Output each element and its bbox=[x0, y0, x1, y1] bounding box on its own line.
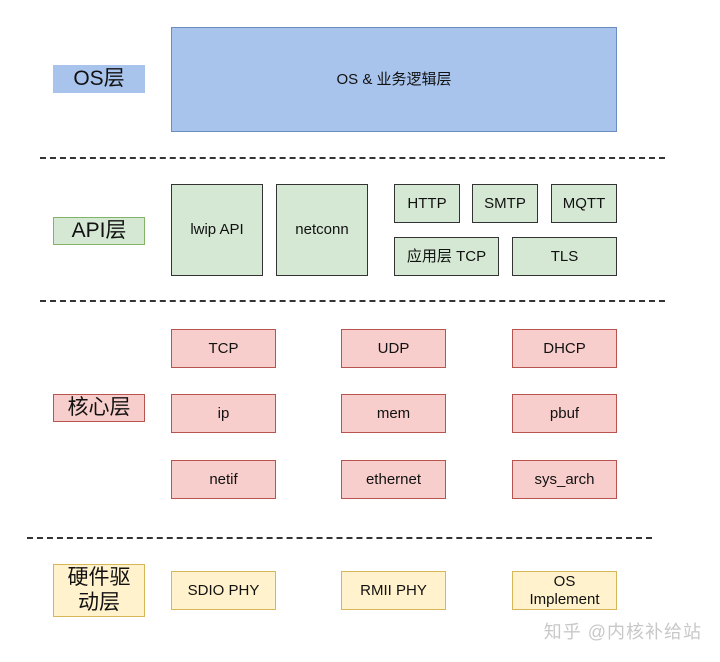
smtp-box: SMTP bbox=[472, 184, 538, 223]
ethernet-box: ethernet bbox=[341, 460, 446, 499]
pbuf-box: pbuf bbox=[512, 394, 617, 433]
sys-arch-box: sys_arch bbox=[512, 460, 617, 499]
rmii-phy-box: RMII PHY bbox=[341, 571, 446, 610]
netif-box: netif bbox=[171, 460, 276, 499]
tls-box: TLS bbox=[512, 237, 617, 276]
divider-core-hw bbox=[27, 537, 652, 539]
sdio-phy-box: SDIO PHY bbox=[171, 571, 276, 610]
mem-box: mem bbox=[341, 394, 446, 433]
app-tcp-box: 应用层 TCP bbox=[394, 237, 499, 276]
ip-box: ip bbox=[171, 394, 276, 433]
lwip-api-box: lwip API bbox=[171, 184, 263, 276]
udp-box: UDP bbox=[341, 329, 446, 368]
netconn-box: netconn bbox=[276, 184, 368, 276]
tcp-box: TCP bbox=[171, 329, 276, 368]
core-layer-label: 核心层 bbox=[53, 394, 145, 422]
hw-layer-label: 硬件驱 动层 bbox=[53, 564, 145, 617]
divider-api-core bbox=[40, 300, 665, 302]
zhihu-watermark: 知乎 @内核补给站 bbox=[543, 622, 702, 642]
os-business-logic-box: OS & 业务逻辑层 bbox=[171, 27, 617, 132]
divider-os-api bbox=[40, 157, 665, 159]
os-implement-box: OS Implement bbox=[512, 571, 617, 610]
os-layer-label: OS层 bbox=[53, 65, 145, 93]
http-box: HTTP bbox=[394, 184, 460, 223]
api-layer-label: API层 bbox=[53, 217, 145, 245]
dhcp-box: DHCP bbox=[512, 329, 617, 368]
mqtt-box: MQTT bbox=[551, 184, 617, 223]
